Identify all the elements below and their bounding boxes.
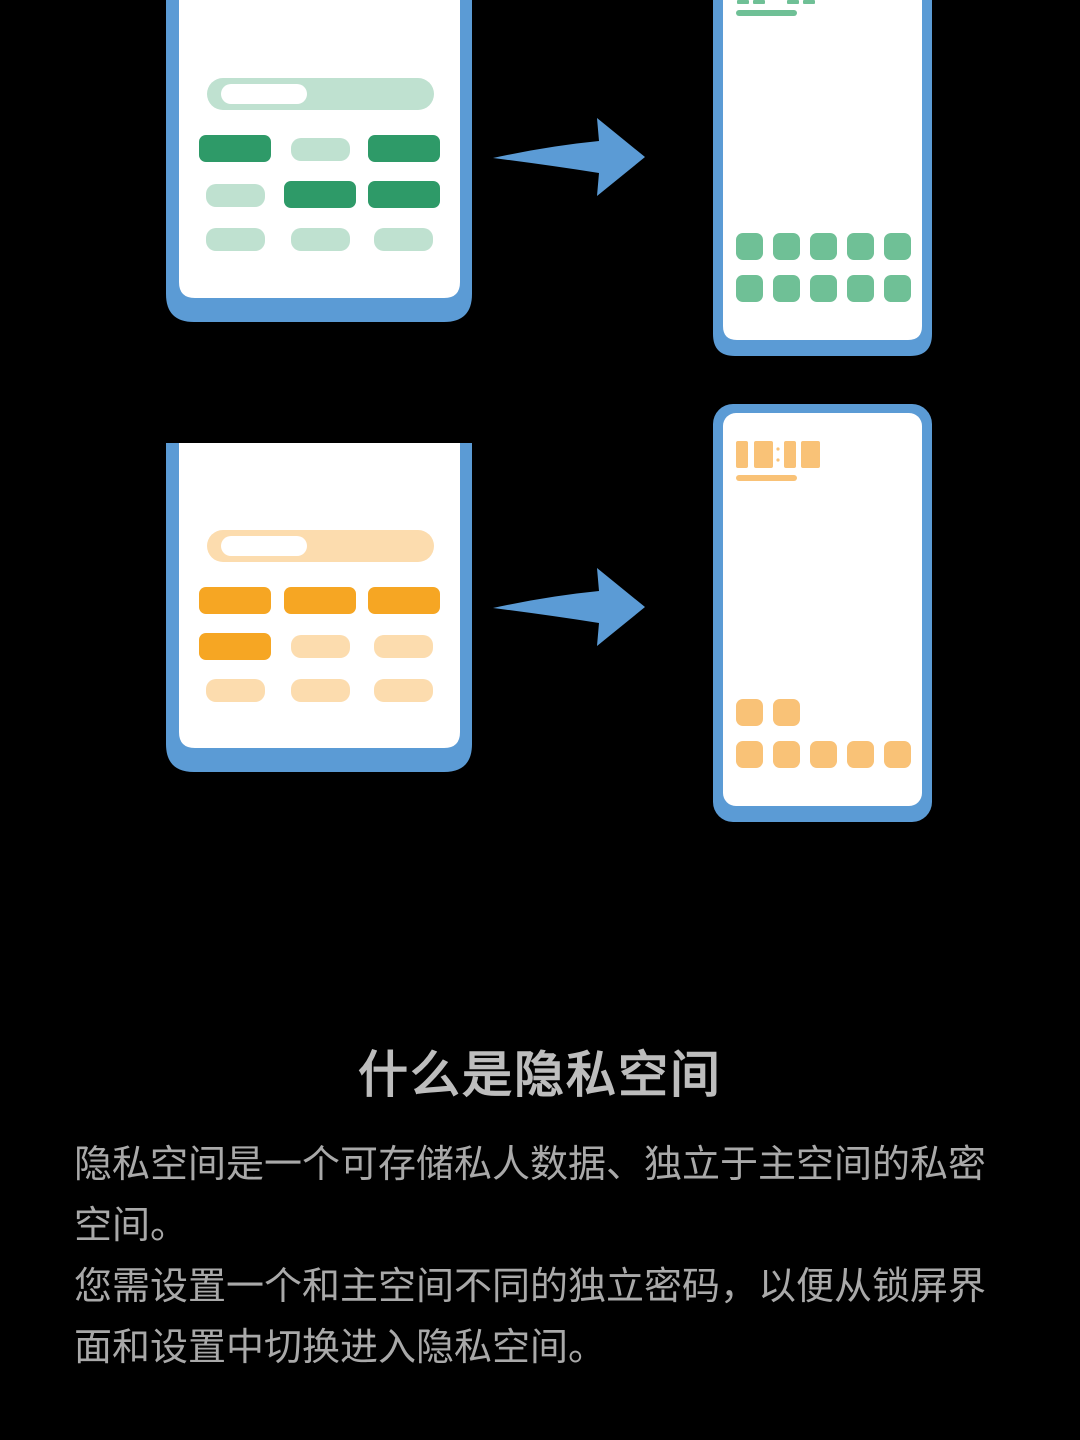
- main-space-home-phone: [713, 0, 932, 356]
- private-space-illustration: [166, 0, 932, 822]
- private-space-settings-phone: [166, 443, 472, 772]
- clock-widget: [736, 0, 815, 16]
- arrow-right-icon: [493, 568, 645, 646]
- page-title: 什么是隐私空间: [358, 1046, 722, 1104]
- app-icon-grid: [736, 699, 911, 768]
- clock-widget: [736, 441, 820, 481]
- settings-item-grid: [199, 587, 440, 702]
- settings-item-grid: [199, 135, 440, 251]
- app-icon-grid: [736, 233, 911, 302]
- description-paragraph: 您需设置一个和主空间不同的独立密码，以便从锁屏界面和设置中切换进入隐私空间。: [74, 1264, 987, 1369]
- description: 隐私空间是一个可存储私人数据、独立于主空间的私密空间。 您需设置一个和主空间不同…: [74, 1134, 1014, 1378]
- private-space-home-phone: [713, 404, 932, 822]
- search-bar-inner: [221, 84, 307, 104]
- arrow-right-icon: [493, 118, 645, 196]
- description-paragraph: 隐私空间是一个可存储私人数据、独立于主空间的私密空间。: [74, 1142, 987, 1247]
- main-space-settings-phone: [166, 0, 472, 322]
- search-bar-inner: [221, 536, 307, 556]
